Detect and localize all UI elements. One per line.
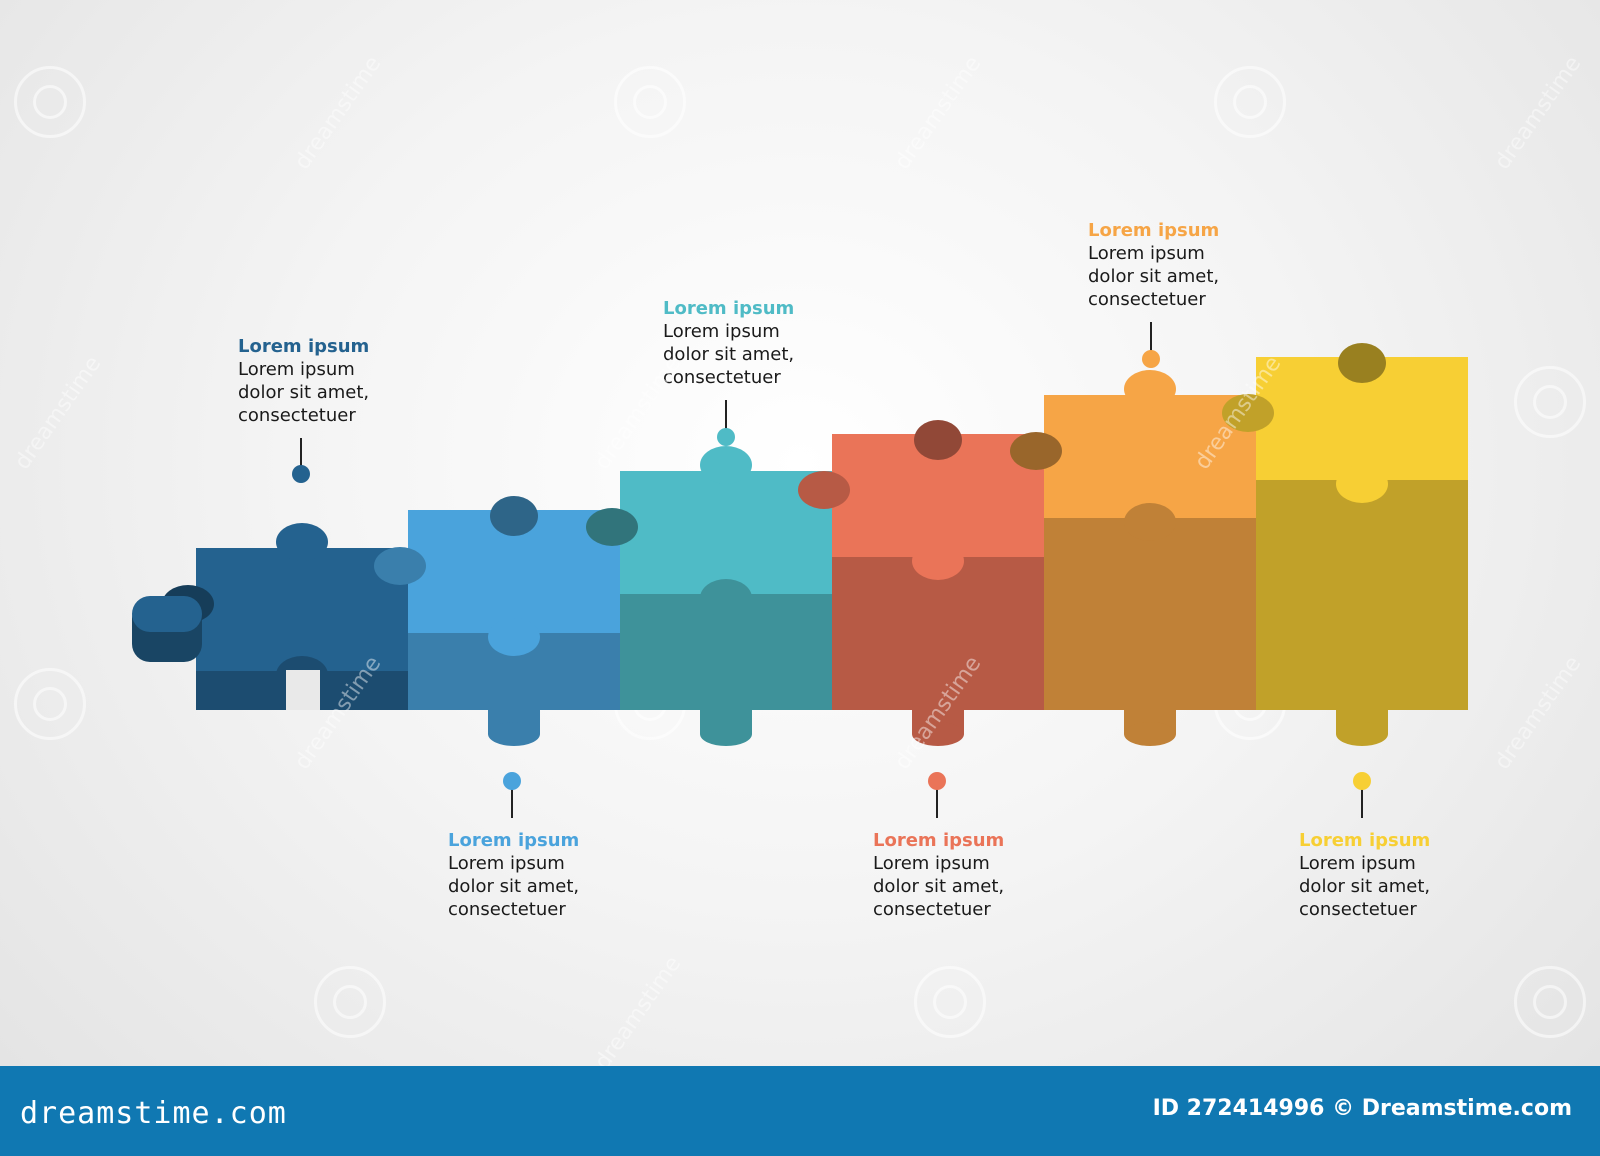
piece-tab-foot	[700, 722, 752, 746]
piece-tab-bottom	[700, 579, 752, 617]
piece-tab-left	[374, 547, 426, 585]
watermark-logo-icon	[14, 66, 86, 138]
callout-line: dolor sit amet,	[1088, 266, 1220, 287]
callout-dot-3	[717, 428, 735, 446]
callout-6: Lorem ipsum Lorem ipsum dolor sit amet, …	[1299, 830, 1519, 921]
callout-title: Lorem ipsum	[663, 298, 795, 319]
callout-line: Lorem ipsum	[663, 321, 780, 342]
piece-tab-bottom	[1336, 465, 1388, 503]
callout-dot-1	[292, 465, 310, 483]
callout-dot-2	[503, 772, 521, 790]
callout-line: Lorem ipsum	[1088, 243, 1205, 264]
watermark-logo-icon	[1514, 366, 1586, 438]
piece-tab-top	[1124, 370, 1176, 408]
callout-title: Lorem ipsum	[448, 830, 580, 851]
callout-line: dolor sit amet,	[873, 876, 1005, 897]
callout-line: Lorem ipsum	[238, 359, 355, 380]
piece-foot-gap	[286, 670, 320, 710]
piece-face	[1044, 395, 1256, 518]
piece-tab-top	[276, 523, 328, 561]
piece-tab-left	[1222, 394, 1274, 432]
puzzle-left-end	[132, 596, 202, 662]
callout-title: Lorem ipsum	[1088, 220, 1220, 241]
piece-side	[1256, 480, 1468, 710]
piece-tab-left	[798, 471, 850, 509]
callout-title: Lorem ipsum	[1299, 830, 1431, 851]
piece-tab-foot	[1124, 722, 1176, 746]
piece-tab-top	[700, 446, 752, 484]
callout-title: Lorem ipsum	[238, 336, 370, 357]
callout-3: Lorem ipsum Lorem ipsum dolor sit amet, …	[663, 298, 883, 389]
callout-dot-4	[928, 772, 946, 790]
callout-line: Lorem ipsum	[1299, 853, 1416, 874]
watermark-logo-icon	[1214, 66, 1286, 138]
callout-line: consectetuer	[873, 899, 991, 920]
piece-left-end-face	[132, 596, 202, 632]
piece-side	[1044, 518, 1256, 710]
footer-logo[interactable]: dreamstime.com	[20, 1096, 287, 1131]
callout-4: Lorem ipsum Lorem ipsum dolor sit amet, …	[873, 830, 1093, 921]
callout-line: dolor sit amet,	[663, 344, 795, 365]
callout-line: Lorem ipsum	[873, 853, 990, 874]
puzzle-piece-6	[1222, 343, 1468, 746]
puzzle-diagram	[132, 322, 1468, 818]
callout-line: consectetuer	[663, 367, 781, 388]
piece-notch-top	[1338, 343, 1386, 383]
callout-2: Lorem ipsum Lorem ipsum dolor sit amet, …	[448, 830, 668, 921]
piece-side	[832, 557, 1044, 710]
callout-line: dolor sit amet,	[1299, 876, 1431, 897]
puzzle-piece-2	[374, 496, 620, 746]
watermark-logo-icon	[614, 66, 686, 138]
piece-tab-bottom	[488, 618, 540, 656]
piece-tab-bottom	[912, 542, 964, 580]
callout-line: Lorem ipsum	[448, 853, 565, 874]
piece-face	[196, 548, 408, 671]
callout-5: Lorem ipsum Lorem ipsum dolor sit amet, …	[1088, 220, 1308, 311]
watermark-logo-icon	[1514, 966, 1586, 1038]
puzzle-piece-3	[586, 446, 832, 746]
callout-line: dolor sit amet,	[448, 876, 580, 897]
footer-bar: dreamstime.com ID 272414996 © Dreamstime…	[0, 1066, 1600, 1156]
piece-tab-foot	[1336, 722, 1388, 746]
puzzle-piece-1	[162, 523, 408, 710]
callout-dot-6	[1353, 772, 1371, 790]
piece-notch-top	[490, 496, 538, 536]
callout-title: Lorem ipsum	[873, 830, 1005, 851]
puzzle-piece-4	[798, 420, 1044, 746]
piece-tab-left	[586, 508, 638, 546]
watermark-logo-icon	[914, 966, 986, 1038]
callout-line: consectetuer	[448, 899, 566, 920]
callout-line: consectetuer	[1088, 289, 1206, 310]
callout-line: consectetuer	[1299, 899, 1417, 920]
callout-1: Lorem ipsum Lorem ipsum dolor sit amet, …	[238, 336, 458, 427]
watermark-logo-icon	[14, 668, 86, 740]
callout-line: dolor sit amet,	[238, 382, 370, 403]
puzzle-piece-5	[1010, 370, 1256, 746]
footer-image-id: ID 272414996 © Dreamstime.com	[1152, 1096, 1572, 1121]
piece-notch-top	[914, 420, 962, 460]
piece-tab-left	[1010, 432, 1062, 470]
piece-face	[620, 471, 832, 594]
piece-tab-foot	[912, 722, 964, 746]
callout-line: consectetuer	[238, 405, 356, 426]
piece-tab-foot	[488, 722, 540, 746]
callout-dot-5	[1142, 350, 1160, 368]
watermark-logo-icon	[314, 966, 386, 1038]
piece-tab-bottom	[1124, 503, 1176, 541]
